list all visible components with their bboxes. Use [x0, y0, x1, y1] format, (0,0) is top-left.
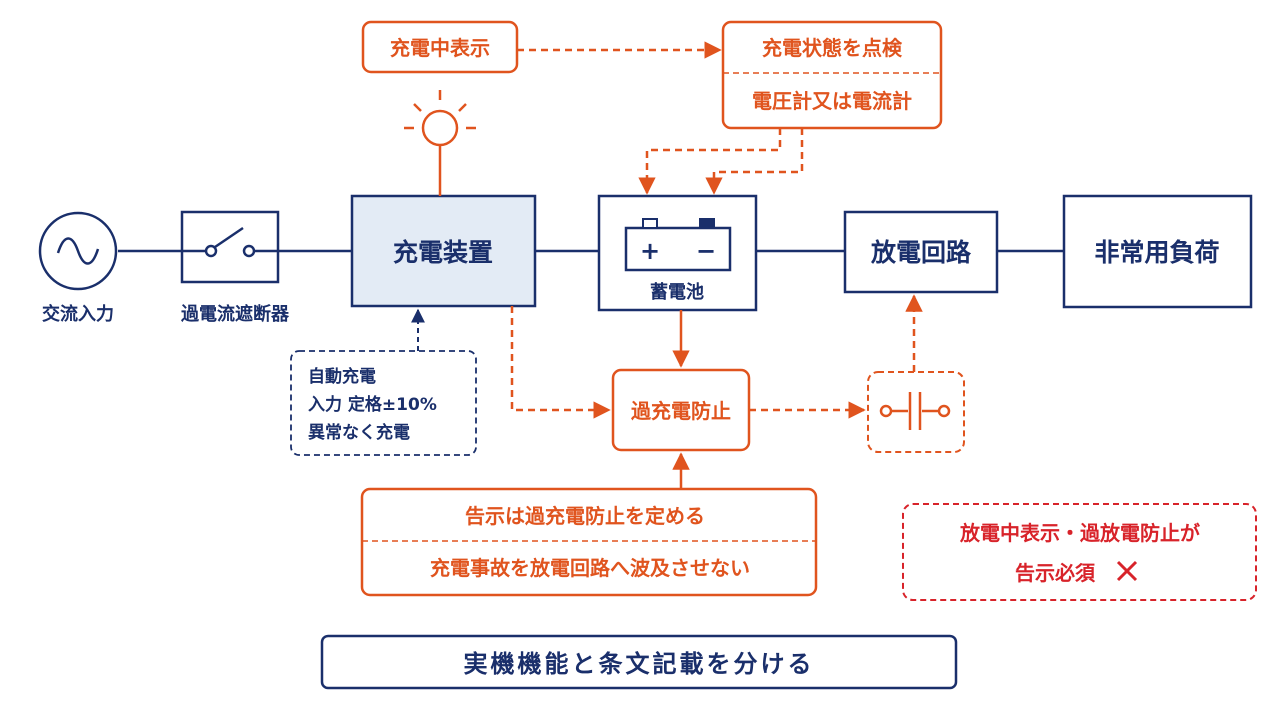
charging-indicator-label: 充電中表示: [390, 36, 490, 60]
battery-plus-sign: +: [640, 237, 660, 265]
ac-sine-wave-icon: [38, 211, 118, 291]
auto-charge-line1: 自動充電: [308, 366, 376, 387]
overcurrent-breaker: 過電流遮断器: [180, 210, 290, 325]
warning-line2: 告示必須: [1015, 561, 1096, 585]
overcharge-prevention-label: 過充電防止: [631, 399, 731, 423]
x-mark-icon: [1116, 560, 1138, 582]
breaker-label: 過電流遮断器: [181, 303, 290, 325]
sun-lamp-icon: [404, 90, 476, 196]
charge-check-label: 充電状態を点検: [762, 36, 903, 60]
footer-banner: 実機機能と条文記載を分ける: [320, 634, 958, 690]
charging-indicator-box: 充電中表示: [361, 20, 519, 74]
warning-line1: 放電中表示・過放電防止が: [959, 521, 1200, 545]
contact-switch-box: [867, 371, 965, 453]
emergency-load-label: 非常用負荷: [1094, 238, 1219, 267]
battery-box: + − 蓄電池: [597, 194, 758, 312]
auto-charge-line2: 入力 定格±10%: [308, 394, 437, 415]
discharge-circuit-box: 放電回路: [843, 210, 999, 294]
overcharge-prevention-box: 過充電防止: [611, 368, 751, 452]
emergency-load-box: 非常用負荷: [1062, 194, 1253, 309]
ac-source: 交流入力: [38, 211, 118, 325]
rule-box: 告示は過充電防止を定める 充電事故を放電回路へ波及させない: [360, 487, 818, 597]
charger-to-overcharge-arrow: [510, 306, 611, 419]
discharge-circuit-label: 放電回路: [870, 238, 972, 267]
rule-line1: 告示は過充電防止を定める: [465, 504, 705, 528]
contact-switch-icon: [879, 392, 951, 430]
meter-label: 電圧計又は電流計: [752, 89, 912, 113]
battery-minus-sign: −: [696, 237, 716, 265]
switch-icon: [182, 226, 278, 258]
charger-box: 充電装置: [350, 194, 537, 308]
rule-line2: 充電事故を放電回路へ波及させない: [430, 556, 750, 580]
warning-box: 放電中表示・過放電防止が 告示必須: [902, 503, 1257, 601]
battery-icon: + −: [624, 218, 732, 272]
footer-label: 実機機能と条文記載を分ける: [464, 650, 815, 678]
ac-input-label: 交流入力: [42, 303, 114, 325]
auto-charge-note: 自動充電 入力 定格±10% 異常なく充電: [290, 350, 477, 456]
check-to-battery-arrows: [638, 128, 804, 195]
auto-charge-line3: 異常なく充電: [308, 422, 410, 443]
battery-label: 蓄電池: [650, 281, 704, 303]
charger-label: 充電装置: [393, 238, 493, 267]
charge-check-box: 充電状態を点検 電圧計又は電流計: [721, 20, 943, 130]
